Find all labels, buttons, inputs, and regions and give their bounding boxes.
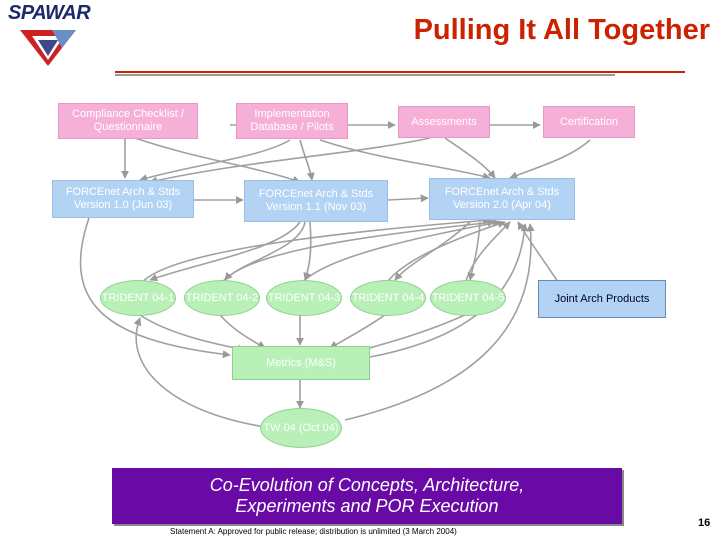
version-1-0-label: FORCEnet Arch & Stds Version 1.0 (Jun 03… [65,186,181,211]
version-1-1-box: FORCEnet Arch & Stds Version 1.1 (Nov 03… [244,180,388,222]
version-2-0-label: FORCEnet Arch & Stds Version 2.0 (Apr 04… [444,186,560,211]
version-1-0-box: FORCEnet Arch & Stds Version 1.0 (Jun 03… [52,180,194,218]
trident-04-3-label: TRIDENT 04-3 [267,291,341,304]
version-2-0-box: FORCEnet Arch & Stds Version 2.0 (Apr 04… [429,178,575,220]
trident-04-3-oval: TRIDENT 04-3 [266,280,342,316]
title-divider-red [115,71,685,73]
trident-04-2-label: TRIDENT 04-2 [185,291,259,304]
trident-04-4-oval: TRIDENT 04-4 [350,280,426,316]
logo-emblem-icon [20,30,76,66]
tw-04-label: TW 04 (Oct 04) [263,421,339,434]
compliance-checklist-label: Compliance Checklist / Questionnaire [72,108,184,133]
version-1-1-label: FORCEnet Arch & Stds Version 1.1 (Nov 03… [258,188,374,213]
page-number: 16 [698,517,711,529]
release-statement: Statement A: Approved for public release… [170,527,457,536]
certification-label: Certification [559,115,619,128]
trident-04-4-label: TRIDENT 04-4 [351,291,425,304]
compliance-checklist-box: Compliance Checklist / Questionnaire [58,103,198,139]
assessments-box: Assessments [398,106,490,138]
trident-04-2-oval: TRIDENT 04-2 [184,280,260,316]
banner-line-2: Experiments and POR Execution [235,496,499,516]
co-evolution-banner: Co-Evolution of Concepts, Architecture,E… [112,468,622,524]
implementation-database-label: Implementation Database / Pilots [250,108,334,133]
assessments-label: Assessments [411,115,477,128]
metrics-box: Metrics (M&S) [232,346,370,380]
trident-04-5-oval: TRIDENT 04-5 [430,280,506,316]
certification-box: Certification [543,106,635,138]
page-title: Pulling It All Together [413,14,710,46]
trident-04-1-label: TRIDENT 04-1 [101,291,175,304]
joint-arch-products-box: Joint Arch Products [538,280,666,318]
tw-04-oval: TW 04 (Oct 04) [260,408,342,448]
title-divider-gray [115,74,615,76]
joint-arch-products-label: Joint Arch Products [554,292,650,305]
metrics-label: Metrics (M&S) [266,356,336,369]
logo-text: SPAWAR [8,2,91,24]
spawar-logo: SPAWAR [0,0,110,70]
trident-04-5-label: TRIDENT 04-5 [431,291,505,304]
banner-line-1: Co-Evolution of Concepts, Architecture, [209,475,525,495]
trident-04-1-oval: TRIDENT 04-1 [100,280,176,316]
implementation-database-box: Implementation Database / Pilots [236,103,348,139]
